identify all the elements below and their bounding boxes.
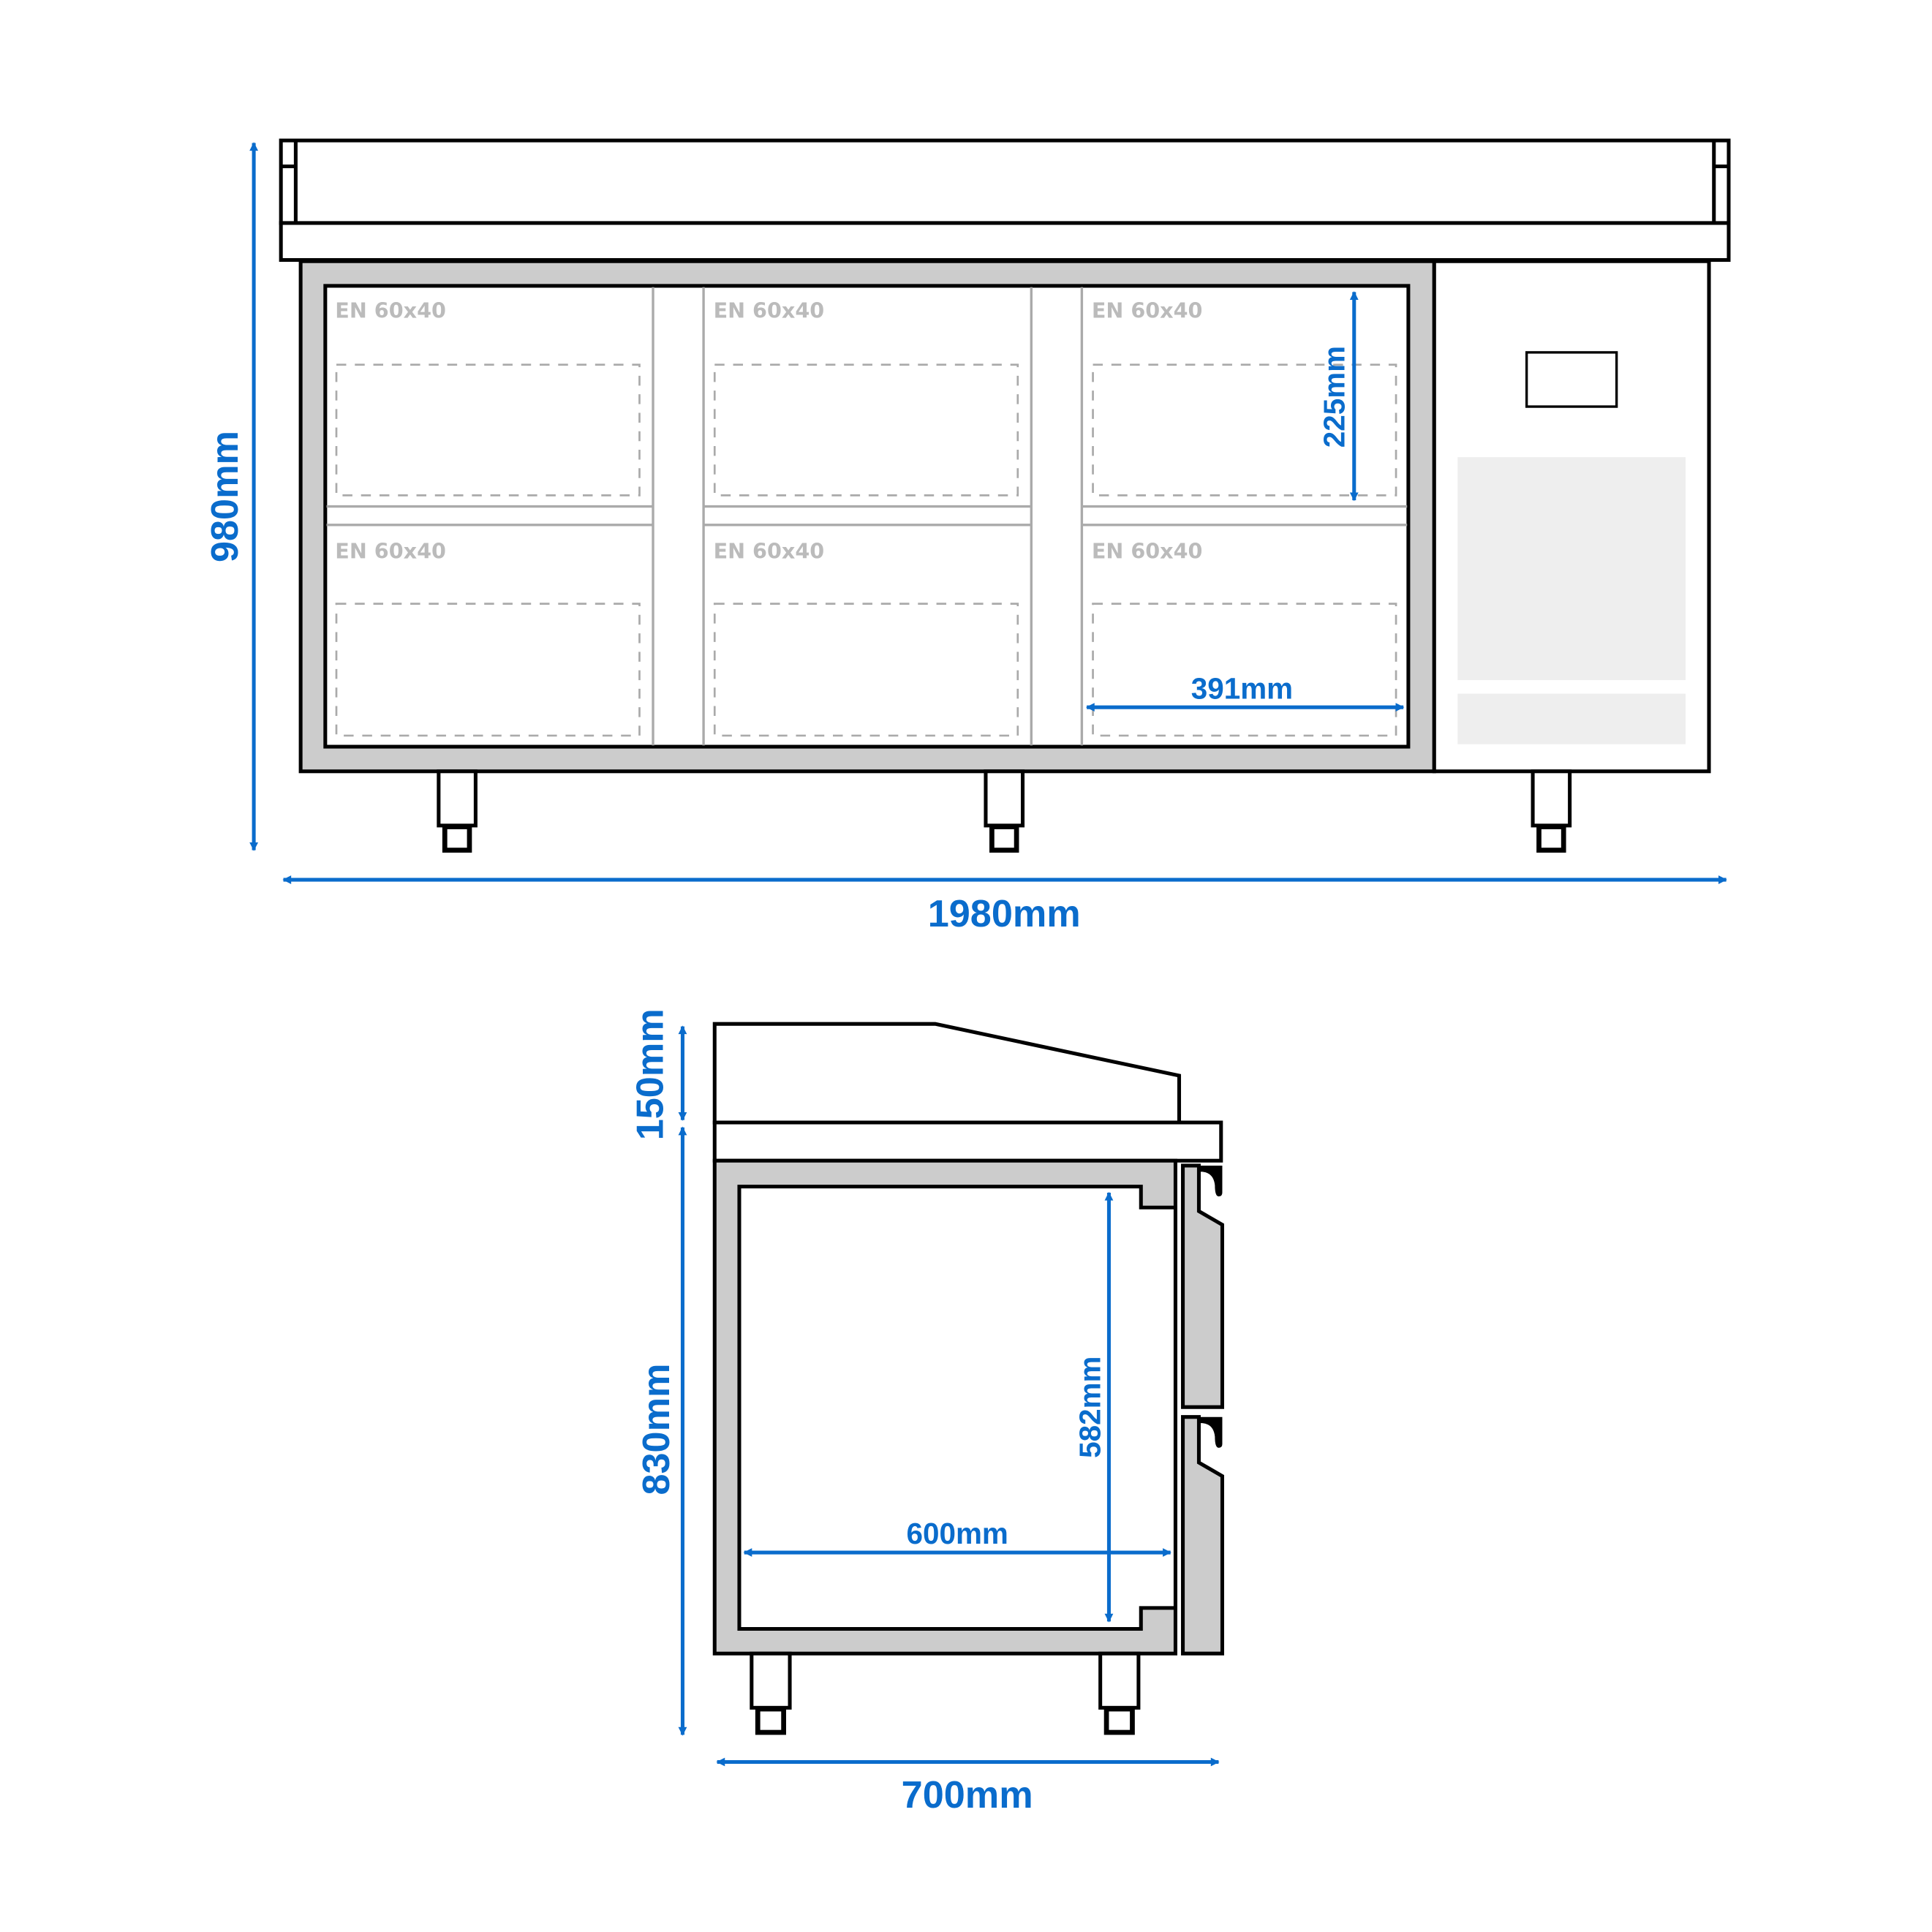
container-slots: EN 60x40 EN 60x40 EN 60x40 EN 60x40 EN 6… bbox=[335, 298, 1397, 737]
gn-container-outline bbox=[1092, 363, 1397, 497]
gn-container-outline bbox=[335, 603, 641, 737]
inner-cavity bbox=[737, 1185, 1177, 1631]
drawer-front bbox=[1181, 1163, 1224, 1409]
body-height-label: 830mm bbox=[635, 1364, 678, 1495]
upstand-end-posts bbox=[281, 140, 1729, 223]
container-label: EN 60x40 bbox=[335, 298, 446, 323]
handle-icon bbox=[1199, 1416, 1223, 1448]
side-view: 150mm 830mm 582mm 600mm 700mm bbox=[630, 1008, 1224, 1816]
drawer-area bbox=[323, 284, 1411, 749]
gn-container-outline bbox=[713, 363, 1019, 497]
container-label: EN 60x40 bbox=[1092, 298, 1203, 323]
front-view: EN 60x40 EN 60x40 EN 60x40 EN 60x40 EN 6… bbox=[204, 138, 1731, 935]
drawer-width-label: 391mm bbox=[1191, 671, 1293, 705]
drawer-front bbox=[1181, 1415, 1224, 1656]
gn-container-outline bbox=[335, 363, 641, 497]
gn-container-outline bbox=[1092, 603, 1397, 737]
legs bbox=[750, 1651, 1141, 1735]
upstand-height-label: 150mm bbox=[630, 1008, 672, 1140]
drawer-dividers bbox=[326, 287, 1408, 746]
ventilation-panel bbox=[1457, 457, 1686, 681]
control-display bbox=[1525, 351, 1618, 408]
container-label: EN 60x40 bbox=[714, 538, 825, 563]
worktop bbox=[279, 221, 1731, 263]
worktop-profile bbox=[712, 1120, 1223, 1163]
drawer-height-label: 225mm bbox=[1317, 346, 1351, 448]
inner-depth-label: 600mm bbox=[907, 1517, 1008, 1550]
upstand-profile bbox=[712, 1022, 1182, 1125]
container-label: EN 60x40 bbox=[335, 538, 446, 563]
legs bbox=[437, 769, 1572, 853]
gn-container-outline bbox=[713, 603, 1019, 737]
container-label: EN 60x40 bbox=[1092, 538, 1203, 563]
ventilation-grille bbox=[1457, 693, 1686, 744]
inner-height-label: 582mm bbox=[1073, 1356, 1107, 1458]
handle-icon bbox=[1199, 1165, 1223, 1197]
width-dimension-label: 1980mm bbox=[928, 893, 1081, 935]
container-label: EN 60x40 bbox=[714, 298, 825, 323]
height-dimension-label: 980mm bbox=[204, 431, 246, 562]
upstand bbox=[279, 138, 1731, 225]
depth-dimension-label: 700mm bbox=[902, 1774, 1033, 1816]
